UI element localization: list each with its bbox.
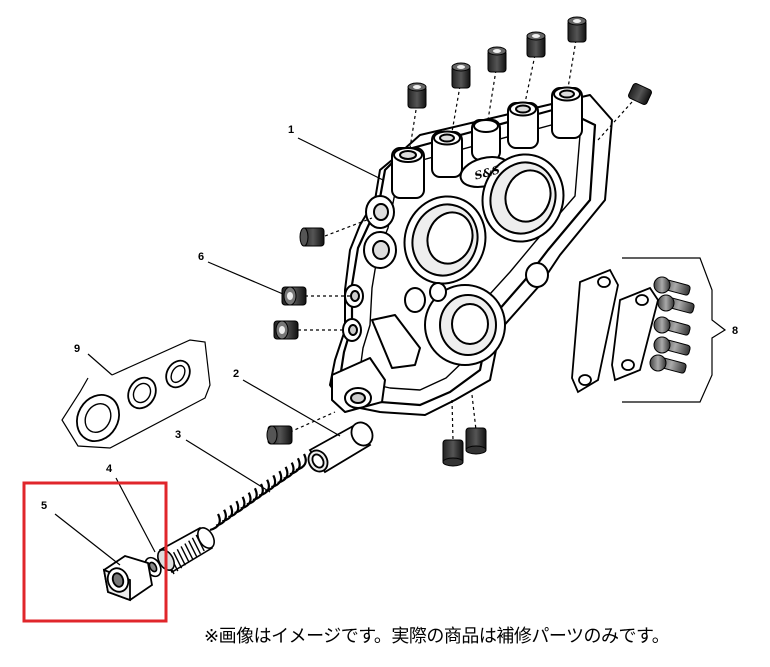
bolt-icon	[526, 31, 546, 58]
thread-line	[188, 540, 198, 558]
screw-icon	[649, 354, 687, 374]
plug-icon	[628, 83, 652, 105]
washer-kit	[61, 339, 211, 449]
bolt-icon	[407, 82, 427, 109]
plate-logo: S&S	[473, 163, 501, 182]
top-bolts	[407, 16, 652, 149]
callout-2: 2	[233, 368, 239, 380]
callout-6: 6	[198, 251, 204, 263]
side-bolts	[266, 217, 487, 467]
callout-5: 5	[41, 500, 47, 512]
bolt-icon	[442, 439, 464, 467]
screw-icon	[653, 276, 691, 296]
bolt-icon	[266, 425, 293, 445]
callout-4: 4	[106, 463, 113, 475]
callout-3: 3	[175, 429, 181, 441]
spring	[209, 453, 307, 532]
bolt-icon	[451, 62, 471, 89]
thread-line	[180, 546, 190, 563]
bolt-icon	[299, 227, 325, 247]
bolt-icon	[281, 286, 307, 306]
bolt-icon	[465, 427, 487, 455]
bolt-icon	[487, 46, 507, 73]
highlight-box	[22, 481, 168, 623]
valve-sleeve	[307, 421, 374, 474]
screw-icon	[653, 336, 691, 356]
screw-icon	[657, 294, 695, 314]
callout-labels: 1 2 3 4 5 6 8 9	[41, 124, 738, 512]
callout-8: 8	[732, 325, 738, 337]
callout-1: 1	[288, 124, 294, 136]
bolt-icon	[567, 16, 587, 43]
leader-lines	[54, 137, 384, 566]
adjuster-screw	[144, 526, 215, 578]
callout-9: 9	[74, 343, 80, 355]
screw-icon	[653, 316, 691, 336]
thread-line	[172, 551, 183, 569]
cam-plate	[329, 86, 613, 416]
bracket-kit	[571, 257, 727, 403]
thread-line	[184, 543, 194, 560]
hex-nut	[102, 555, 153, 602]
thread-line	[176, 548, 186, 566]
thread-line	[191, 537, 202, 555]
caption-note: ※画像はイメージです。実際の商品は補修パーツのみです。	[204, 626, 670, 647]
bolt-icon	[273, 320, 299, 340]
